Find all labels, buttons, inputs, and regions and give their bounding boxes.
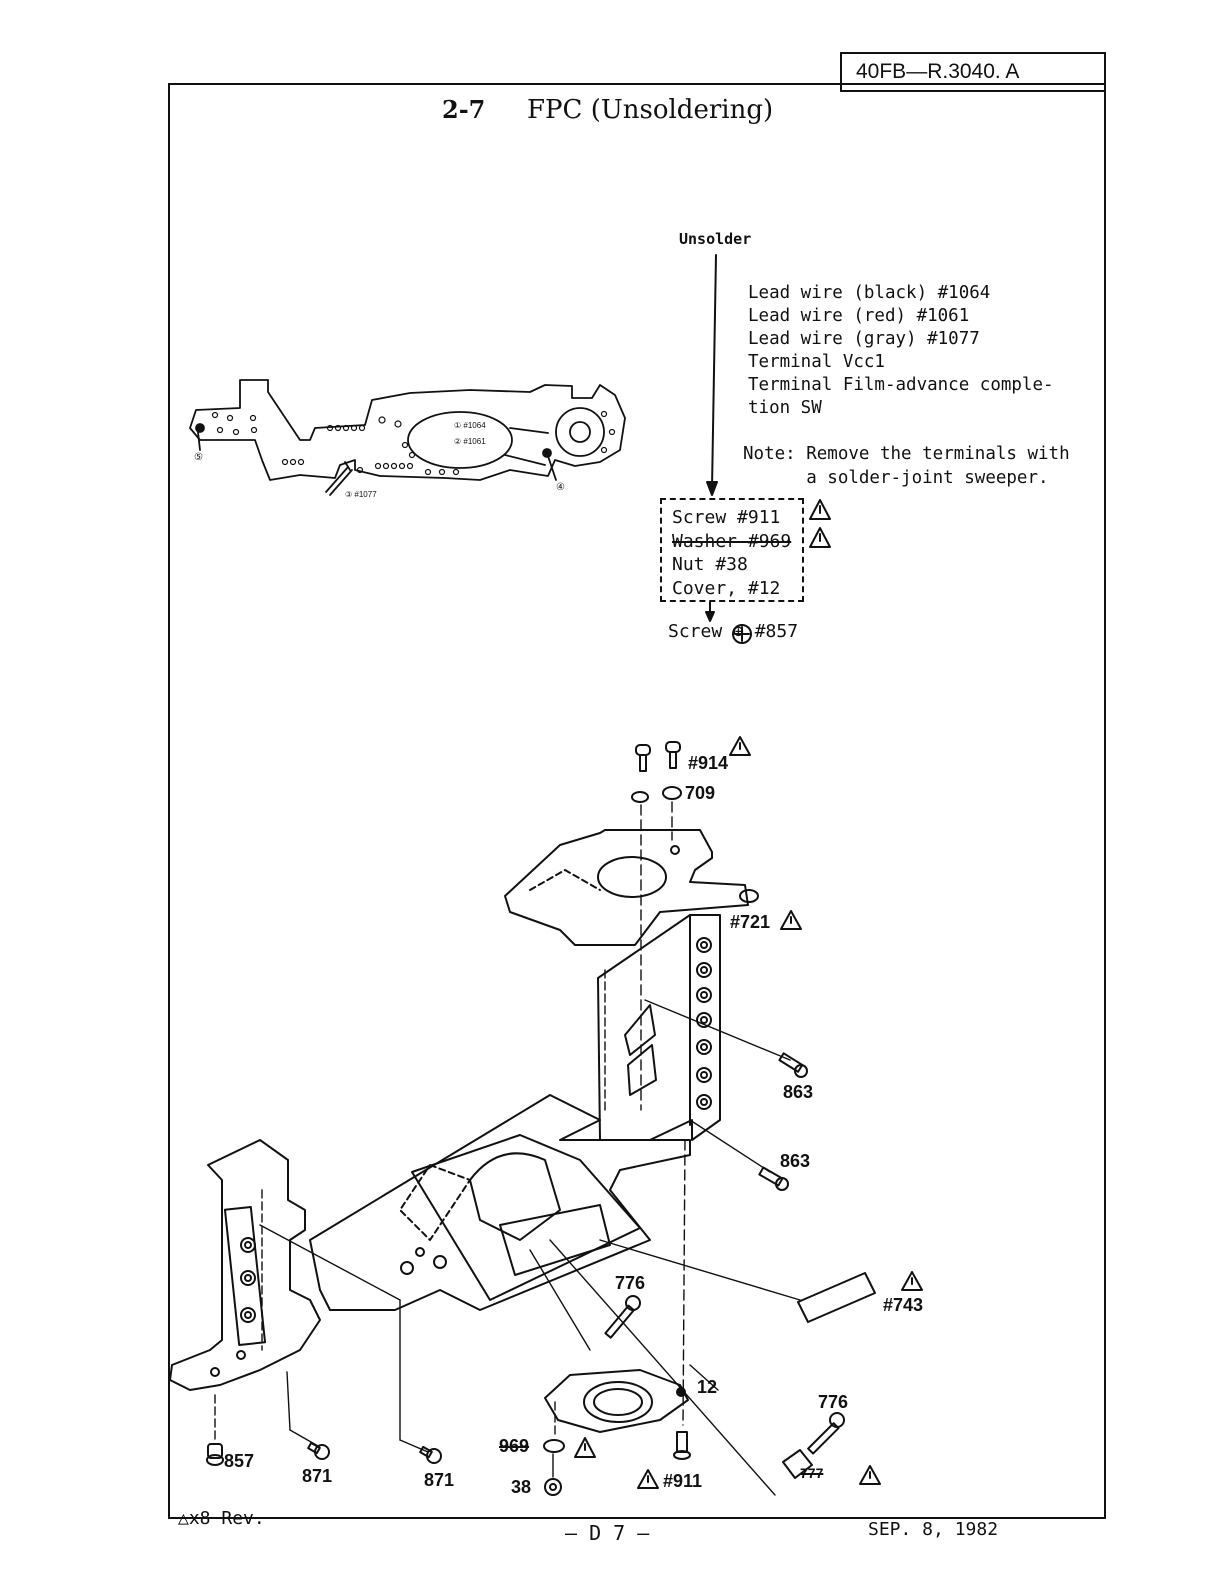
warning-triangle-icon (637, 1469, 659, 1489)
note-prefix: Note: (743, 444, 796, 464)
lead-item: Lead wire (gray) #1077 (748, 329, 980, 349)
left-bracket (169, 1139, 321, 1391)
warning-triangle-icon (859, 1465, 881, 1485)
right-bracket (597, 914, 721, 1141)
screw-776-icon (604, 1295, 641, 1339)
part-776-a: 776 (615, 1273, 646, 1293)
guide-lines (214, 801, 801, 1496)
fpc-wire-1064: ① #1064 (454, 421, 486, 430)
bracket-hole-icon (240, 1237, 256, 1323)
bracket-hole-icon (696, 937, 712, 1110)
revision-text: x8 Rev. (188, 1508, 265, 1529)
lead-item: Terminal Film-advance comple- (748, 375, 1054, 395)
section-title: FPC (Unsoldering) (527, 95, 774, 125)
fpc-board (189, 379, 626, 496)
lead-item: Lead wire (red) #1061 (748, 306, 970, 326)
lead-item: tion SW (748, 398, 822, 418)
nut-38-icon (544, 1478, 562, 1496)
part-863-a: 863 (783, 1082, 814, 1102)
lead-item: Lead wire (black) #1064 (748, 283, 991, 303)
fpc-strip-743 (797, 1272, 876, 1323)
part-969-struck: 969 (499, 1436, 530, 1456)
part-721: #721 (730, 912, 771, 932)
arrow-head-icon (706, 481, 718, 496)
part-709: 709 (685, 783, 716, 803)
warning-triangle-icon (809, 527, 831, 548)
section-number: 2-7 (442, 95, 486, 124)
screw-871-icon (307, 1441, 330, 1460)
warning-triangle-icon (574, 1437, 596, 1458)
part-911: #911 (663, 1471, 703, 1491)
screw-914-icon (631, 741, 682, 803)
note: Note: Remove the terminals with a solder… (743, 442, 1070, 490)
top-cover-plate (504, 829, 759, 946)
box-item: Cover, #12 (672, 577, 781, 599)
screw-776-icon (807, 1412, 845, 1455)
part-871-b: 871 (424, 1470, 455, 1490)
unsolder-arrow-line (711, 254, 717, 489)
lead-item: Terminal Vcc1 (748, 352, 885, 372)
unsolder-label: Unsolder (679, 230, 752, 248)
fpc-wire-1077: ③ #1077 (345, 490, 377, 499)
document-number-text: 40FB—R.3040. A (856, 60, 1020, 83)
part-914: #914 (688, 753, 729, 773)
warning-triangle-icon (901, 1271, 923, 1291)
part-38: 38 (511, 1477, 532, 1497)
fpc-point-4: ④ (556, 482, 565, 493)
page-number: — D 7 — (565, 1521, 650, 1545)
base-plate (309, 1094, 691, 1311)
bottom-cover-12 (544, 1369, 689, 1433)
part-12: 12 (697, 1377, 718, 1397)
revision-note: △x8 Rev. (178, 1508, 265, 1529)
box-item: Screw #911 (672, 507, 781, 528)
removal-box: Screw #911 Washer #969 Nut #38 Cover, #1… (660, 498, 804, 602)
note-line1: Remove the terminals with (806, 444, 1070, 464)
part-871-a: 871 (302, 1466, 333, 1486)
screw-911-icon (673, 1431, 691, 1460)
fpc-wire-1061: ② #1061 (454, 437, 486, 446)
warning-triangle-icon (809, 499, 831, 520)
plus-screw-icon (732, 624, 752, 644)
document-number: 40FB—R.3040. A (840, 52, 1106, 92)
note-line2: a solder-joint sweeper. (806, 468, 1049, 488)
warning-triangle-icon: △ (178, 1508, 189, 1529)
footer-date: SEP. 8, 1982 (868, 1519, 999, 1540)
page-frame (168, 83, 1106, 1519)
warning-triangle-icon (729, 736, 751, 756)
warning-triangle-icon (780, 910, 802, 930)
part-863-b: 863 (780, 1151, 811, 1171)
box-item: Nut #38 (672, 554, 748, 575)
box-item-struck: Washer #969 (672, 530, 792, 552)
part-777-icon (782, 1449, 813, 1479)
arrow-head-icon (705, 611, 715, 622)
washer-969-icon (543, 1439, 565, 1453)
part-743: #743 (883, 1295, 924, 1315)
part-776-b: 776 (818, 1392, 849, 1412)
fpc-point-5: ⑤ (194, 452, 203, 463)
screw-857-icon (206, 1443, 224, 1466)
part-857: 857 (224, 1451, 255, 1471)
screw-863-icon (758, 1166, 789, 1191)
lead-list: Lead wire (black) #1064 Lead wire (red) … (748, 282, 1054, 420)
